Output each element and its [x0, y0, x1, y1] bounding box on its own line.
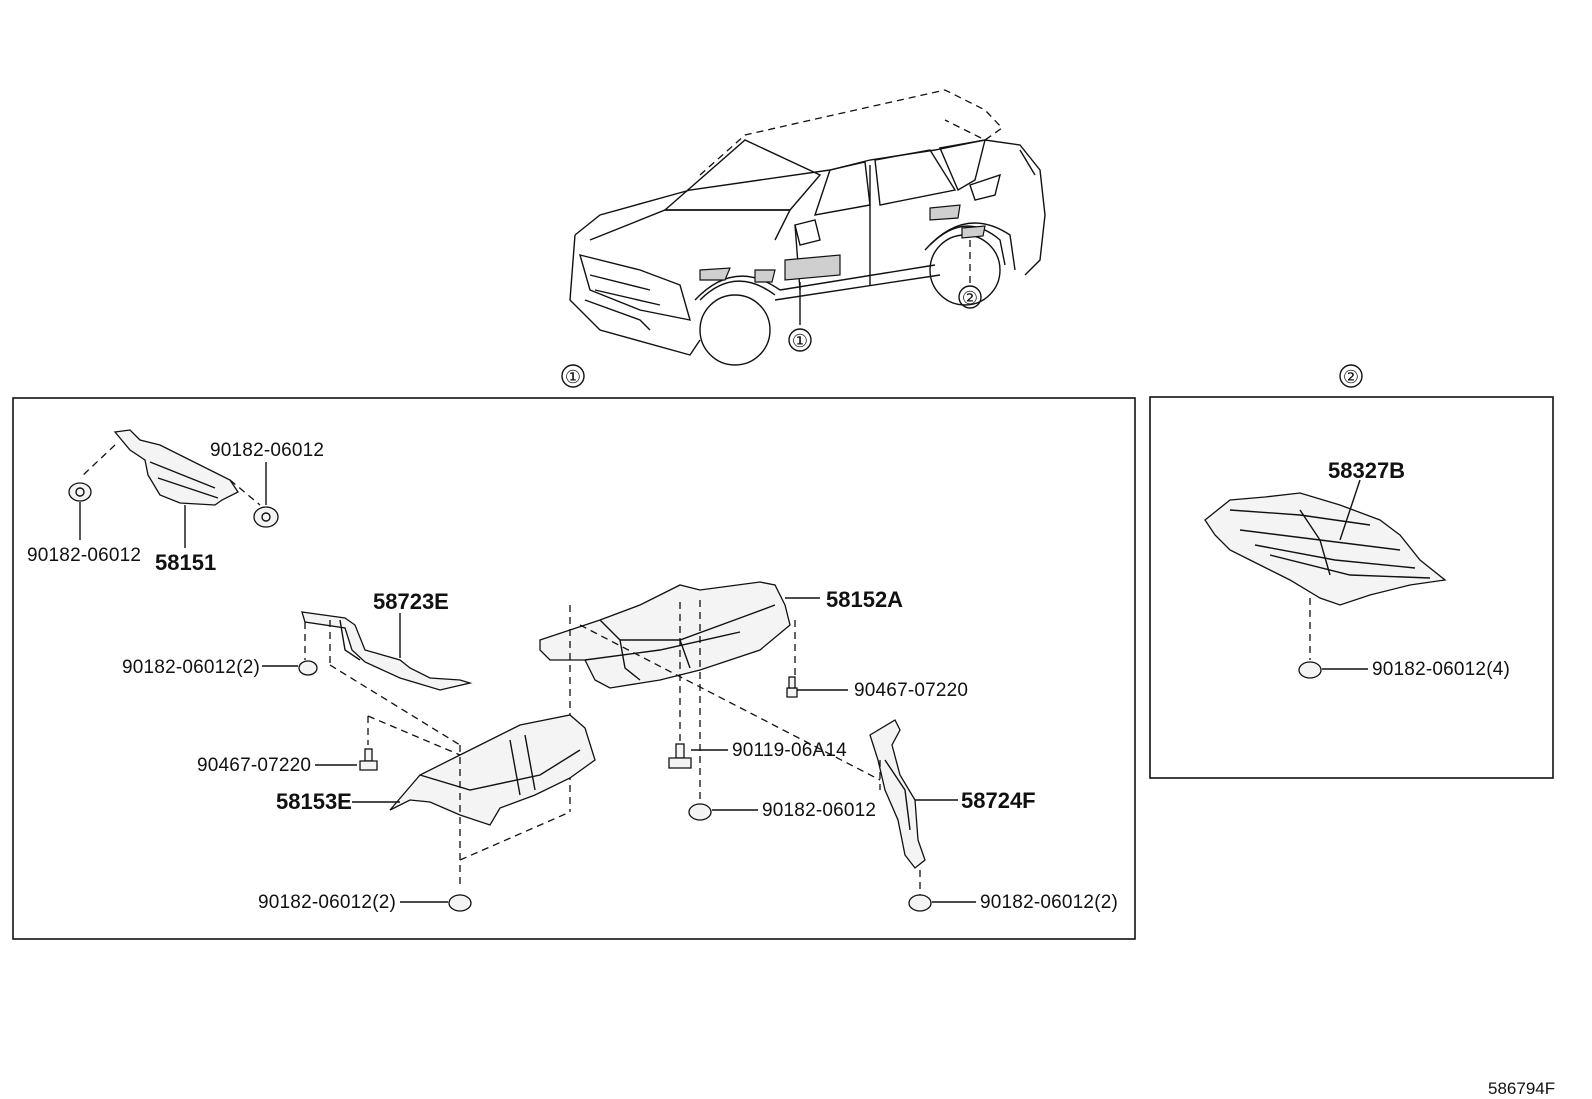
label-58723E: 58723E: [373, 589, 449, 614]
label-58151-clip-left: 90182-06012: [27, 545, 141, 566]
part-58723E: 90182-06012(2) 58723E: [122, 589, 473, 746]
part-58151: 90182-06012 90182-06012 58151: [27, 429, 324, 575]
label-58724F-clip: 90182-06012(2): [980, 892, 1118, 913]
label-58723E-clip: 90182-06012(2): [122, 657, 260, 678]
label-center-clip: 90182-06012: [762, 800, 876, 821]
part-58153E: 90467-07220 58153E 90182-06012(2): [197, 714, 596, 913]
diagram-id: 586794F: [1488, 1079, 1555, 1098]
section-2-callout: ②: [1343, 367, 1359, 388]
label-58153E: 58153E: [276, 789, 352, 814]
section-1-callout: ①: [565, 367, 581, 388]
label-58151-clip-right: 90182-06012: [210, 440, 324, 461]
label-58151: 58151: [155, 550, 216, 575]
label-58152A-bolt: 90467-07220: [854, 680, 968, 701]
label-58327B-clip: 90182-06012(4): [1372, 659, 1510, 680]
car-callout-2: ②: [962, 288, 978, 309]
label-58724F: 58724F: [961, 788, 1036, 813]
label-58153E-clip: 90182-06012(2): [258, 892, 396, 913]
label-58152A: 58152A: [826, 587, 903, 612]
label-58153E-bolt: 90467-07220: [197, 755, 311, 776]
label-stud-bolt: 90119-06A14: [732, 740, 847, 761]
part-58724F: 90182-06012(2) 58724F: [869, 719, 1118, 913]
label-58327B: 58327B: [1328, 458, 1405, 483]
part-58152A: 90467-07220 58152A: [539, 581, 968, 812]
center-fasteners: 90119-06A14 90182-06012: [668, 740, 876, 821]
part-58327B: 90182-06012(4) 58327B: [1204, 458, 1510, 680]
section-2-frame: [1149, 396, 1554, 779]
car-callout-1: ①: [792, 331, 808, 352]
section-1-frame: [12, 397, 1136, 940]
vehicle-illustration: ① ②: [569, 89, 1046, 366]
